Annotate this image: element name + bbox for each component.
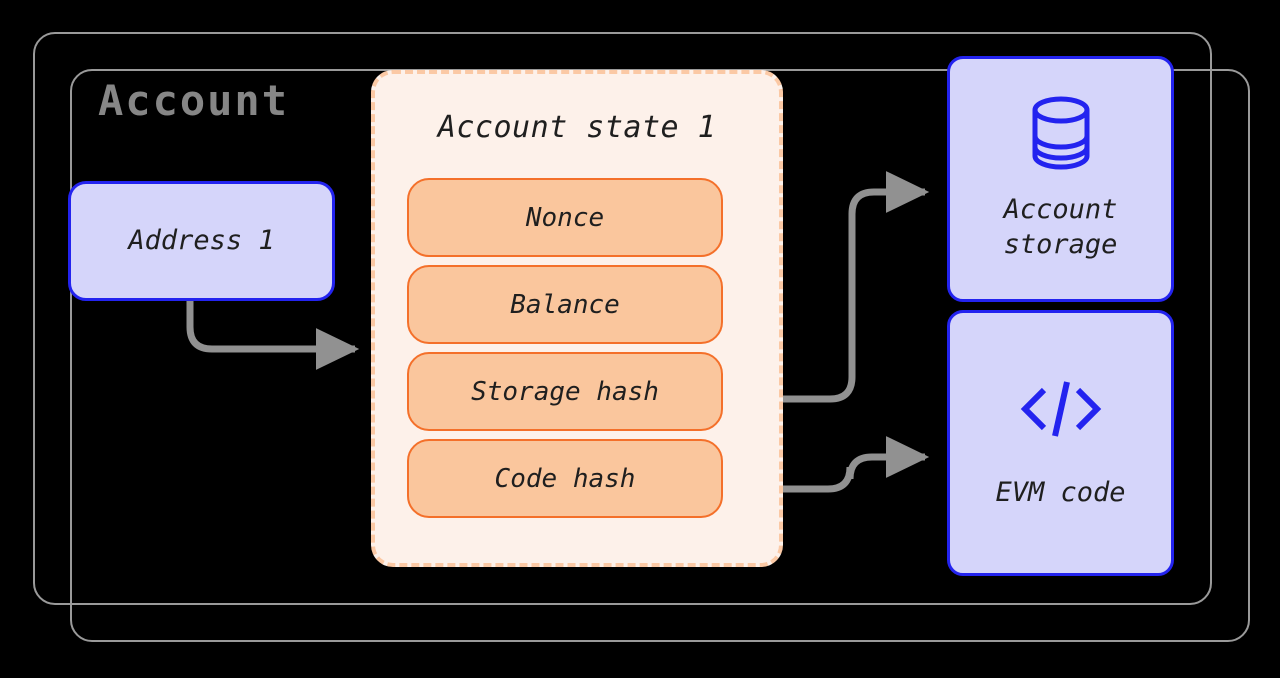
field-nonce[interactable]: Nonce: [407, 178, 723, 257]
database-icon: [1032, 96, 1089, 170]
evm-code-label: EVM code: [995, 476, 1126, 508]
address-node-label: Address 1: [128, 224, 275, 256]
field-balance[interactable]: Balance: [407, 265, 723, 344]
account-storage-node[interactable]: Account storage: [947, 56, 1174, 302]
field-code-hash-label: Code hash: [494, 463, 636, 494]
outer-frame-front: [33, 32, 1212, 605]
account-state-panel: Account state 1 Nonce Balance Storage ha…: [371, 70, 783, 567]
account-storage-label: Account storage: [1003, 194, 1118, 260]
field-storage-hash[interactable]: Storage hash: [407, 352, 723, 431]
field-storage-hash-label: Storage hash: [471, 376, 659, 407]
field-code-hash[interactable]: Code hash: [407, 439, 723, 518]
address-node[interactable]: Address 1: [68, 181, 335, 301]
account-state-title: Account state 1: [437, 110, 717, 145]
field-balance-label: Balance: [510, 289, 620, 320]
evm-code-node[interactable]: EVM code: [947, 310, 1174, 576]
account-state-field-list: Nonce Balance Storage hash Code hash: [407, 178, 723, 518]
field-nonce-label: Nonce: [525, 202, 605, 233]
code-icon: [1020, 381, 1101, 437]
page-title: Account: [98, 76, 290, 125]
